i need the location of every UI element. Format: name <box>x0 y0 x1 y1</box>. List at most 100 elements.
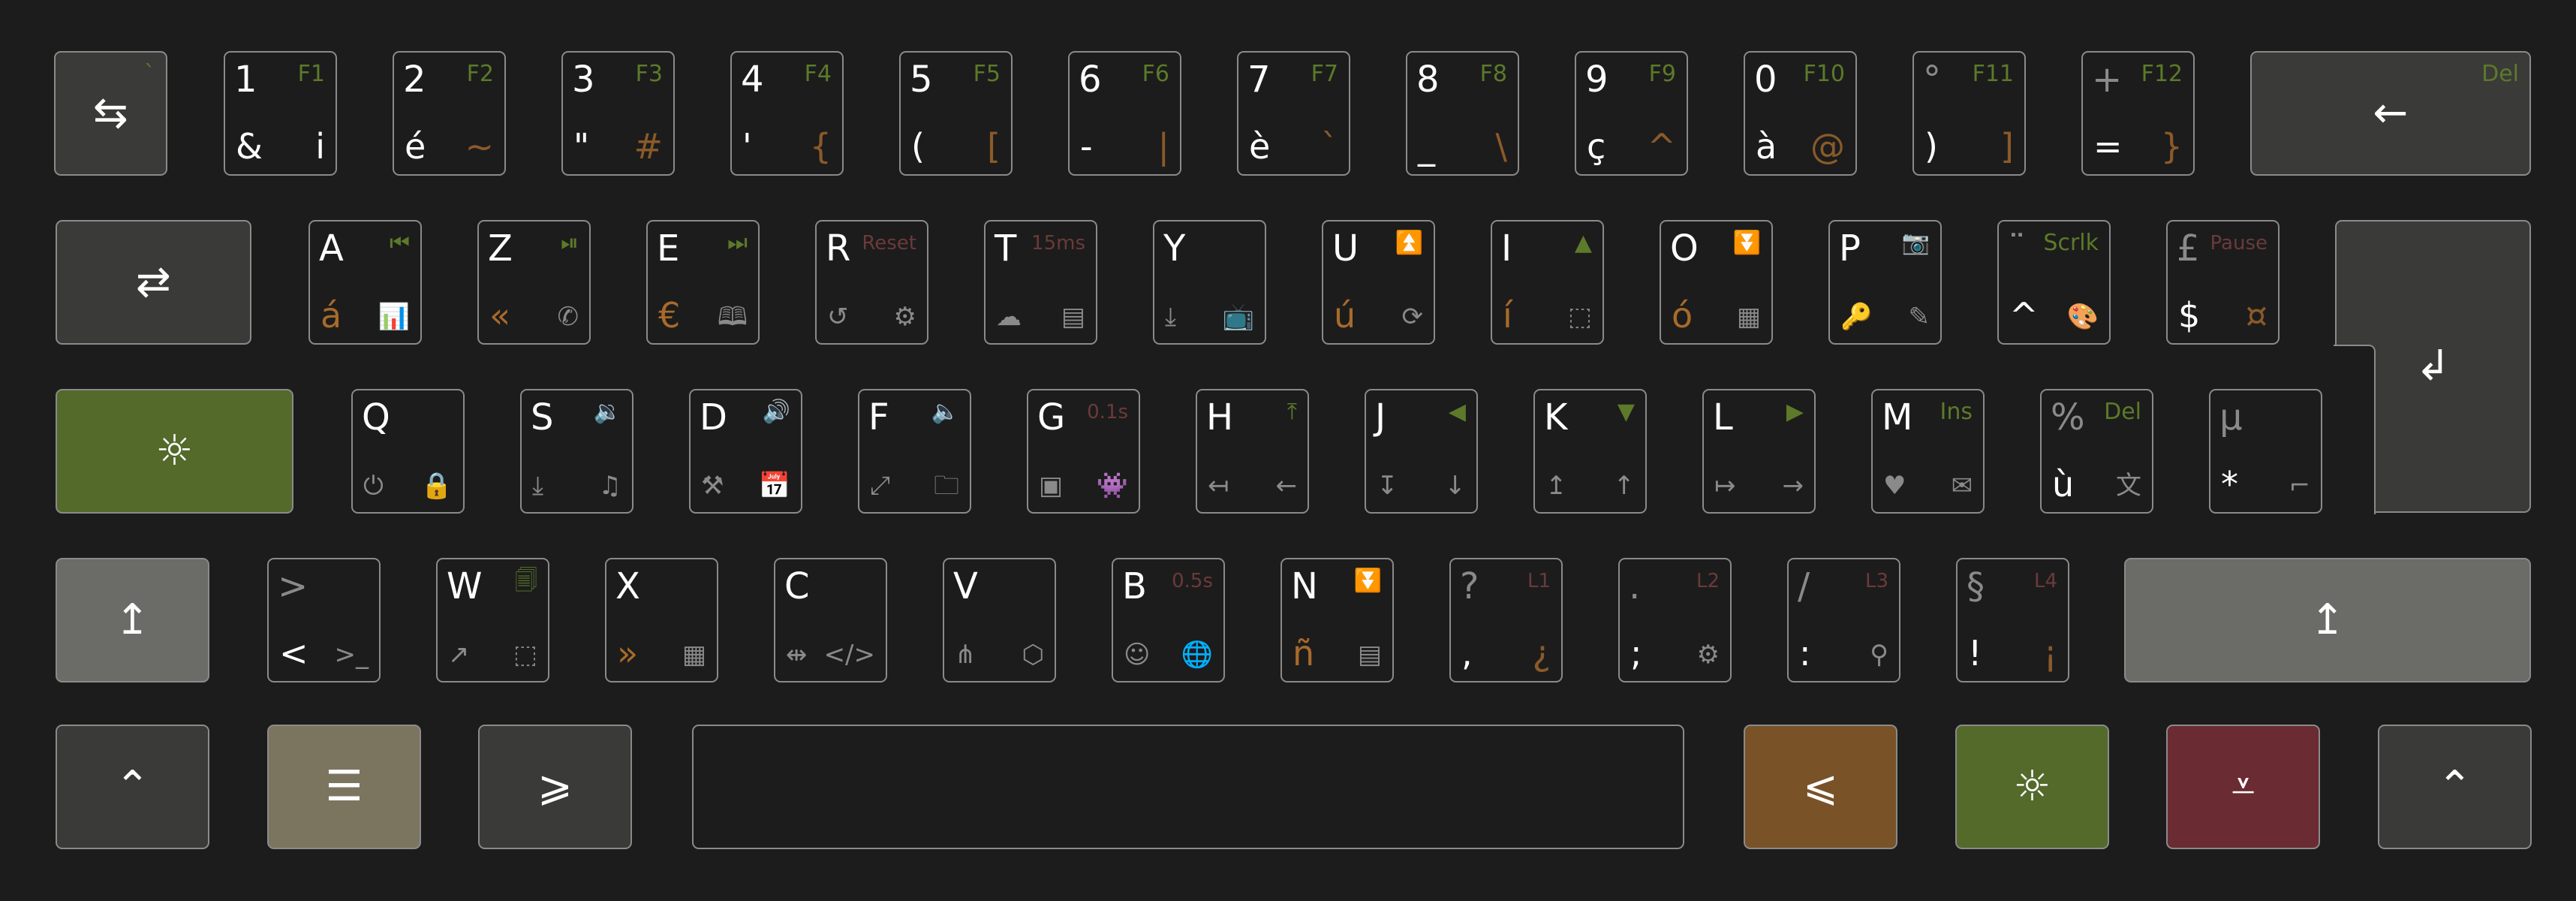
key-legend-altgr: 🎨 <box>2066 302 2099 332</box>
key-legend-layer: F7 <box>1311 61 1338 87</box>
key-mu[interactable]: µ*⌐ <box>2209 389 2322 514</box>
key-altgr[interactable]: ⩽ <box>1744 725 1897 849</box>
key-N[interactable]: N⏬ñ▤ <box>1280 558 1394 683</box>
key-K[interactable]: K▼↥↑ <box>1533 389 1647 514</box>
key-O[interactable]: O⏬ó▦ <box>1660 220 1773 345</box>
key-pound[interactable]: £Pause$¤ <box>2166 220 2280 345</box>
key-E[interactable]: E⏭€🕮 <box>646 220 760 345</box>
key-legend-altgr: ⟳ <box>1401 302 1424 332</box>
key-L[interactable]: L▶↦→ <box>1702 389 1816 514</box>
key-legend-shifted: ↧ <box>1377 471 1398 501</box>
key-Y[interactable]: Y⤓📺 <box>1153 220 1266 345</box>
key-legend-altgr: ] <box>2000 126 2014 167</box>
key-tab[interactable]: ⇄ <box>56 220 251 345</box>
key-legend-primary: ° <box>1923 59 1941 101</box>
key-alt-left[interactable]: ⩾ <box>478 725 632 849</box>
key-legend-shifted: < <box>279 633 308 673</box>
key-tab-grave[interactable]: `⇆ <box>54 51 167 176</box>
key-plus[interactable]: +F12=} <box>2081 51 2195 176</box>
key-legend-primary: Q <box>362 396 390 438</box>
key-legend-shifted: ú <box>1334 295 1356 336</box>
key-H[interactable]: H⤒↤← <box>1196 389 1309 514</box>
key-ctrl-right[interactable]: ⌃ <box>2378 725 2532 849</box>
key-icon: ↥ <box>115 595 150 644</box>
key-P[interactable]: P📷🔑✎ <box>1828 220 1942 345</box>
key-section[interactable]: §L4!¡ <box>1956 558 2069 683</box>
key-legend-primary: O <box>1670 228 1699 270</box>
key-legend-altgr: { <box>809 126 832 167</box>
key-legend-altgr: ⬚ <box>513 640 537 670</box>
key-F[interactable]: F🔈⤢🗀 <box>858 389 971 514</box>
key-legend-altgr: } <box>2160 126 2183 167</box>
key-legend-layer: F12 <box>2141 61 2183 87</box>
key-legend-shifted: ó <box>1672 295 1693 336</box>
key-legend-shifted: & <box>236 126 263 167</box>
key-legend-shifted: ⇹ <box>786 640 808 670</box>
key-icon: ↲ <box>2415 342 2451 390</box>
key-legend-shifted: ↤ <box>1208 471 1229 501</box>
key-fn-green[interactable]: ☼ <box>1955 725 2109 849</box>
key-legend-altgr: [ <box>987 126 1001 167</box>
key-U[interactable]: U⏫ú⟳ <box>1322 220 1435 345</box>
key-Z[interactable]: Z⏯«✆ <box>477 220 591 345</box>
key-A[interactable]: A⏮á📊 <box>308 220 422 345</box>
key-rshift[interactable]: ↥ <box>2124 558 2531 683</box>
key-legend-layer: 15ms <box>1031 232 1085 255</box>
key-legend-primary: I <box>1501 228 1512 270</box>
key-menu[interactable]: ☰ <box>267 725 421 849</box>
key-caps[interactable]: ☼ <box>56 389 293 514</box>
key-diaeresis[interactable]: ¨Scrlk^🎨 <box>1997 220 2111 345</box>
key-legend-shifted: é <box>405 126 426 167</box>
key-legend-shifted: ⤓ <box>1165 302 1177 332</box>
key-legend-primary: 5 <box>910 59 933 101</box>
key-period[interactable]: .L2;⚙ <box>1618 558 1732 683</box>
key-ctrl-left[interactable]: ⌃ <box>56 725 209 849</box>
key-slash[interactable]: /L3:⚲ <box>1787 558 1900 683</box>
key-D[interactable]: D🔊⚒📅 <box>689 389 802 514</box>
key-legend-layer: ⏬ <box>1353 568 1382 594</box>
key-lt-gt[interactable]: ><>_ <box>267 558 381 683</box>
key-space[interactable] <box>692 725 1684 849</box>
key-legend-primary: H <box>1206 396 1234 438</box>
key-W[interactable]: W🗐↗⬚ <box>436 558 549 683</box>
key-J[interactable]: J◀↧↓ <box>1365 389 1478 514</box>
key-legend-layer: F2 <box>466 61 494 87</box>
key-legend-primary: W <box>447 565 483 607</box>
key-legend-primary: C <box>784 565 810 607</box>
key-legend-altgr: ⬡ <box>1022 640 1044 670</box>
key-I[interactable]: I▲í⬚ <box>1491 220 1604 345</box>
key-Q[interactable]: Q⏻🔒 <box>351 389 465 514</box>
key-legend-shifted: ù <box>2052 464 2075 505</box>
key-legend-primary: 6 <box>1079 59 1102 101</box>
key-V[interactable]: V⋔⬡ <box>943 558 1056 683</box>
key-degree[interactable]: °F11)] <box>1912 51 2026 176</box>
key-lshift[interactable]: ↥ <box>56 558 209 683</box>
key-S[interactable]: S🔉⤓♫ <box>520 389 633 514</box>
key-legend-altgr: ▦ <box>1736 302 1761 332</box>
key-question[interactable]: ?L1,¿ <box>1449 558 1563 683</box>
key-C[interactable]: C⇹</> <box>774 558 887 683</box>
key-X[interactable]: X»▦ <box>605 558 718 683</box>
key-backspace[interactable]: Del← <box>2250 51 2531 176</box>
key-legend-layer: Del <box>2481 61 2519 87</box>
key-legend-primary: E <box>657 228 680 270</box>
key-legend-layer: 📷 <box>1901 230 1930 256</box>
key-fn-red[interactable]: ⩡ <box>2166 725 2320 849</box>
